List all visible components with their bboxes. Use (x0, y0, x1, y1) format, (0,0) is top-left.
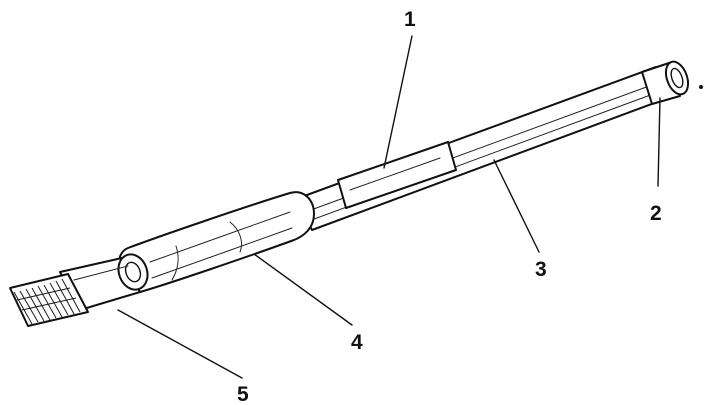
leader-lines (117, 35, 661, 379)
leader-line-4 (253, 253, 353, 326)
callout-2: 2 (650, 202, 662, 225)
pole-label-plate (337, 141, 457, 209)
callout-4: 4 (351, 331, 363, 354)
callout-5: 5 (237, 383, 249, 405)
callout-1: 1 (404, 8, 416, 31)
callout-labels: 1 2 3 4 5 (237, 8, 662, 405)
leader-line-2 (657, 97, 661, 187)
leader-line-3 (493, 159, 540, 253)
pole-end-cap (641, 60, 703, 105)
brush-bristles (9, 273, 89, 327)
callout-3: 3 (535, 258, 547, 281)
leader-line-1 (383, 35, 413, 169)
leader-line-5 (117, 309, 243, 379)
